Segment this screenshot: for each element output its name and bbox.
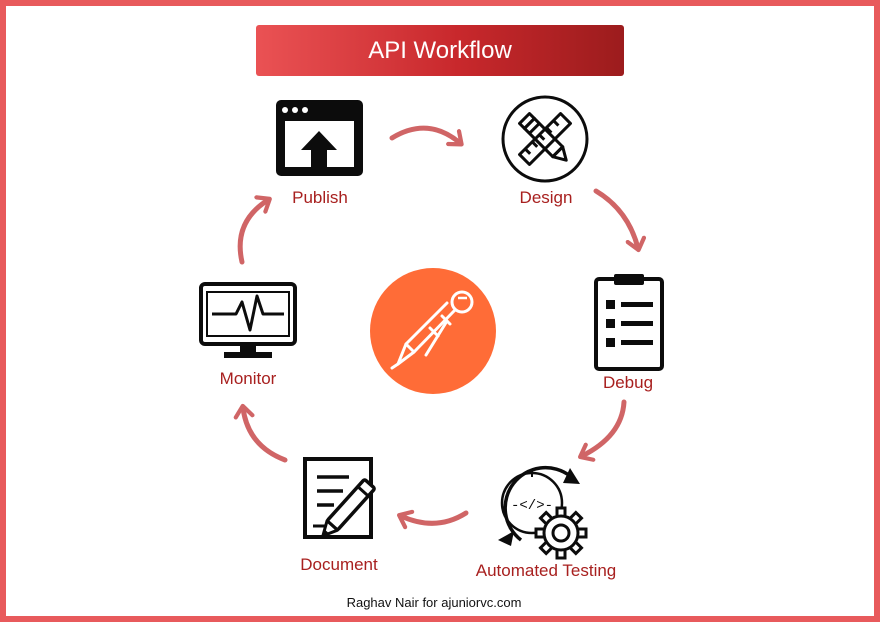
postman-logo bbox=[370, 268, 496, 394]
monitor-pulse-icon bbox=[199, 282, 297, 358]
title-banner: API Workflow bbox=[256, 25, 624, 76]
design-label: Design bbox=[519, 188, 573, 207]
arrow-document-to-monitor bbox=[233, 403, 288, 463]
arrow-testing-to-document bbox=[396, 509, 469, 530]
document-pen-icon bbox=[303, 457, 376, 539]
svg-text:-</>-: -</>- bbox=[511, 498, 553, 514]
page-title: API Workflow bbox=[368, 36, 512, 64]
code-gear-cycle-icon: -</>- bbox=[498, 465, 588, 560]
publish-label: Publish bbox=[292, 188, 348, 207]
arrow-publish-to-design bbox=[389, 125, 464, 147]
arrow-monitor-to-publish bbox=[237, 195, 272, 265]
arrow-design-to-debug bbox=[593, 188, 647, 253]
document-label: Document bbox=[300, 555, 378, 574]
debug-label: Debug bbox=[602, 373, 654, 392]
publish-upload-icon bbox=[276, 100, 363, 176]
monitor-label: Monitor bbox=[219, 369, 277, 388]
clipboard-checklist-icon bbox=[594, 274, 664, 371]
credit-text: Raghav Nair for ajuniorvc.com bbox=[346, 595, 522, 610]
automated-testing-label: Automated Testing bbox=[475, 561, 617, 580]
design-pencil-ruler-icon bbox=[501, 95, 589, 183]
arrow-debug-to-testing bbox=[578, 399, 627, 462]
